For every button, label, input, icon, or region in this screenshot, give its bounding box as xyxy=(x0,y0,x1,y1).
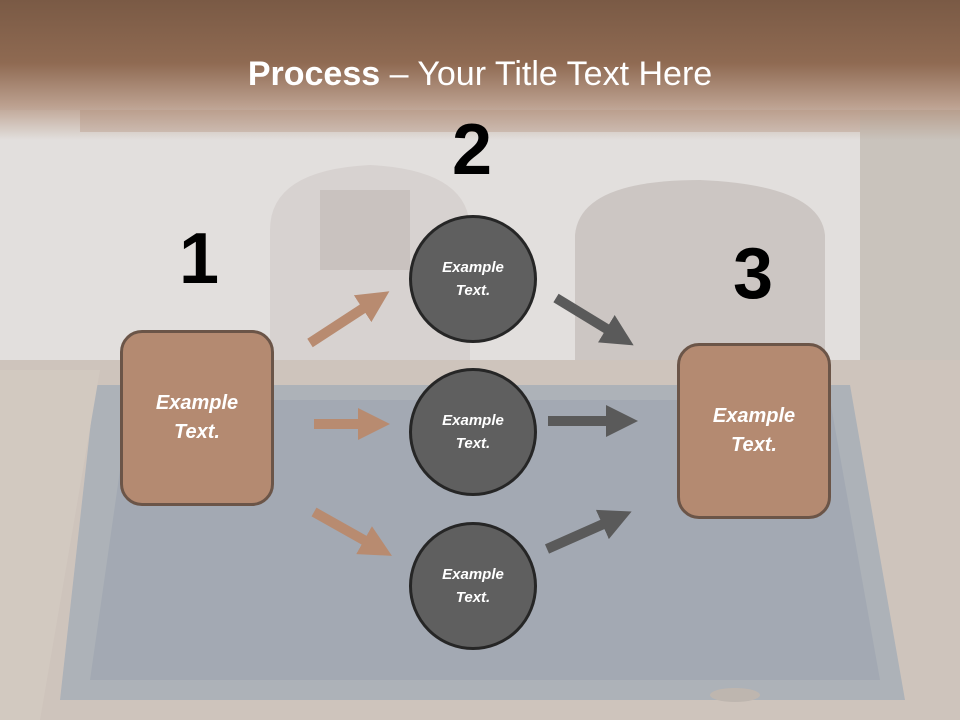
step-number-2: 2 xyxy=(451,110,493,190)
circle-top-line2: Text. xyxy=(455,282,491,299)
right-box: Example Text. xyxy=(677,343,831,519)
slide-title: Process – Your Title Text Here xyxy=(0,52,960,96)
left-box-line1: Example xyxy=(155,392,239,414)
step-number-3: 3 xyxy=(732,234,774,314)
title-rest: – Your Title Text Here xyxy=(380,55,713,93)
title-band xyxy=(0,0,960,140)
circle-top: Example Text. xyxy=(409,215,537,343)
step-number-1: 1 xyxy=(178,219,220,299)
title-bold: Process xyxy=(247,55,381,93)
left-box: Example Text. xyxy=(120,330,274,506)
circle-bottom-line1: Example xyxy=(442,566,504,583)
circle-bottom-line2: Text. xyxy=(455,589,491,606)
right-box-line2: Text. xyxy=(731,434,777,456)
circle-middle-line1: Example xyxy=(442,412,504,429)
circle-bottom: Example Text. xyxy=(409,522,537,650)
left-box-line2: Text. xyxy=(174,421,220,443)
right-box-line1: Example xyxy=(712,405,796,427)
circle-middle-line2: Text. xyxy=(455,435,491,452)
circle-middle: Example Text. xyxy=(409,368,537,496)
circle-top-line1: Example xyxy=(442,259,504,276)
